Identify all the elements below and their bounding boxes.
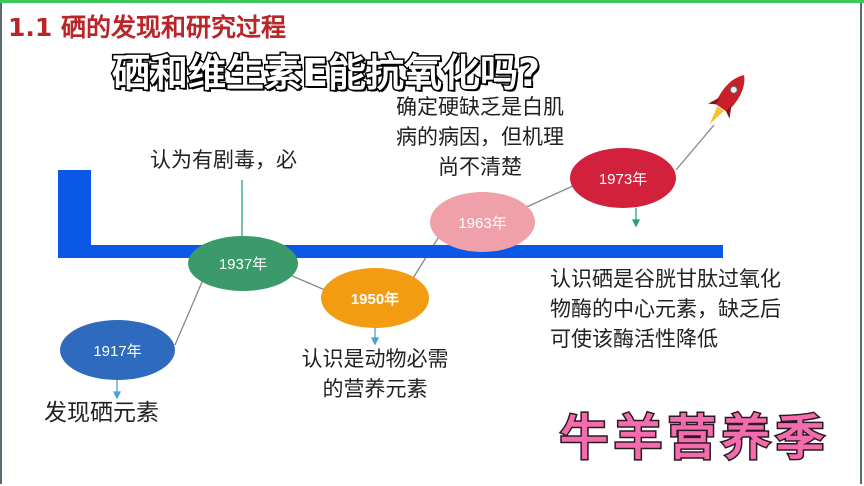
timeline-node-1973: 1973年 <box>570 148 676 208</box>
rocket-icon <box>708 75 745 125</box>
timeline-node-1937: 1937年 <box>188 236 298 291</box>
slide-title: 1.1 硒的发现和研究过程 <box>8 13 286 42</box>
desc-1950: 认识是动物必需的营养元素 <box>301 347 449 401</box>
arrow-icon <box>631 219 641 228</box>
timeline-node-1950: 1950年 <box>321 268 429 328</box>
arrow-icon <box>370 337 380 346</box>
overlay-headline: 硒和维生素E能抗氧化吗? <box>110 50 541 97</box>
desc-1963: 确定硬缺乏是白肌病的病因，但机理尚不清楚 <box>396 95 564 179</box>
overlay-bracket-horizontal <box>58 245 723 258</box>
connector-line <box>409 234 441 284</box>
timeline-node-1917: 1917年 <box>60 320 175 380</box>
overlay-brand: 牛羊营养季 <box>558 409 831 468</box>
connector-line <box>174 274 206 346</box>
overlay-bracket-vertical <box>58 170 91 258</box>
connector-line <box>519 184 576 211</box>
top-accent-line <box>0 0 864 3</box>
connector-line <box>675 124 715 171</box>
timeline-node-1963: 1963年 <box>430 192 535 252</box>
desc-1937: 认为有剧毒，必 <box>150 148 297 172</box>
desc-1973: 认识硒是谷胱甘肽过氧化物酶的中心元素，缺乏后可使该酶活性降低 <box>550 267 781 351</box>
desc-1917: 发现硒元素 <box>44 400 159 426</box>
arrow-icon <box>112 391 122 400</box>
connector-line <box>289 274 326 291</box>
